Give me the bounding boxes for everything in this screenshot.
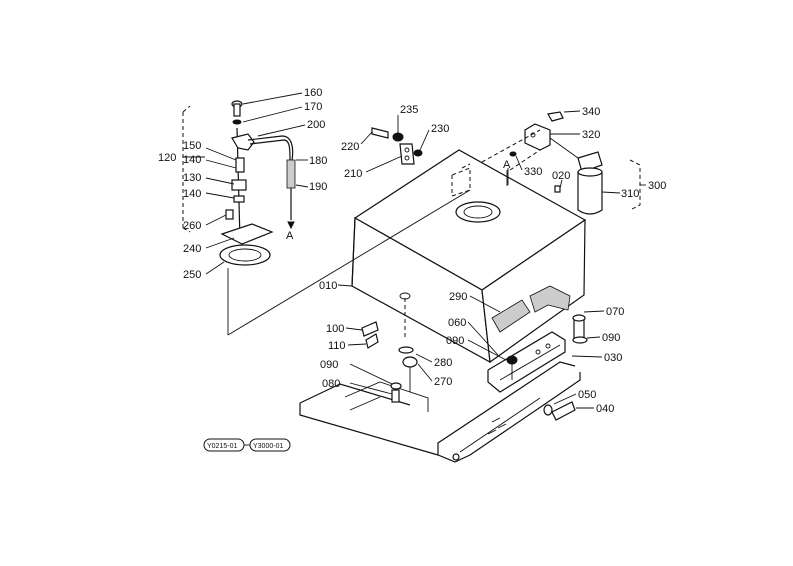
callout-120: 120 — [158, 152, 176, 164]
reference-code-1: Y0215-01 — [207, 443, 237, 450]
hose-290 — [399, 285, 571, 340]
reference-badges: Y0215-01 Y3000-01 — [203, 438, 291, 452]
callout-070: 070 — [606, 306, 624, 318]
callout-310: 310 — [621, 188, 639, 200]
callout-010: 010 — [319, 280, 337, 292]
sender-unit — [182, 100, 471, 336]
callout-040: 040 — [596, 403, 614, 415]
callout-200: 200 — [307, 119, 325, 131]
callout-130: 130 — [183, 172, 201, 184]
top-brackets — [371, 127, 423, 165]
callout-220: 220 — [341, 141, 359, 153]
callout-labels: 160 170 200 150 140 120 180 130 140 190 … — [158, 87, 666, 415]
lower-hardware — [361, 321, 518, 403]
callout-090-right: 090 — [602, 332, 620, 344]
callout-a-left: A — [286, 230, 294, 242]
callout-280: 280 — [434, 357, 452, 369]
callout-100: 100 — [326, 323, 344, 335]
leader-lines — [183, 92, 646, 409]
reference-code-2: Y3000-01 — [253, 443, 283, 450]
callout-150: 150 — [183, 140, 201, 152]
fuel-tank — [351, 149, 587, 364]
callout-330: 330 — [524, 166, 542, 178]
callout-210: 210 — [344, 168, 362, 180]
callout-140: 140 — [183, 154, 201, 166]
bolt-070 — [572, 314, 588, 344]
callout-240: 240 — [183, 243, 201, 255]
frame — [299, 361, 581, 463]
bolt-040 — [543, 401, 576, 421]
callout-260: 260 — [183, 220, 201, 232]
callout-290: 290 — [449, 291, 467, 303]
callout-300: 300 — [648, 180, 666, 192]
callout-235: 235 — [400, 104, 418, 116]
filter-assembly — [481, 111, 641, 215]
callout-140-lower: 140 — [183, 188, 201, 200]
callout-060: 060 — [448, 317, 466, 329]
callout-230: 230 — [431, 123, 449, 135]
callout-110: 110 — [328, 340, 346, 352]
bracket-030 — [487, 331, 566, 393]
arrow-a-markers — [287, 170, 508, 230]
callout-180: 180 — [309, 155, 327, 167]
callout-250: 250 — [183, 269, 201, 281]
callout-170: 170 — [304, 101, 322, 113]
callout-090-center: 090 — [446, 335, 464, 347]
callout-190: 190 — [309, 181, 327, 193]
callout-a-right: A — [503, 159, 511, 171]
callout-090-left: 090 — [320, 359, 338, 371]
callout-340: 340 — [582, 106, 600, 118]
callout-270: 270 — [434, 376, 452, 388]
callout-030: 030 — [604, 352, 622, 364]
callout-160: 160 — [304, 87, 322, 99]
callout-020: 020 — [552, 170, 570, 182]
callout-080: 080 — [322, 378, 340, 390]
callout-320: 320 — [582, 129, 600, 141]
callout-050: 050 — [578, 389, 596, 401]
